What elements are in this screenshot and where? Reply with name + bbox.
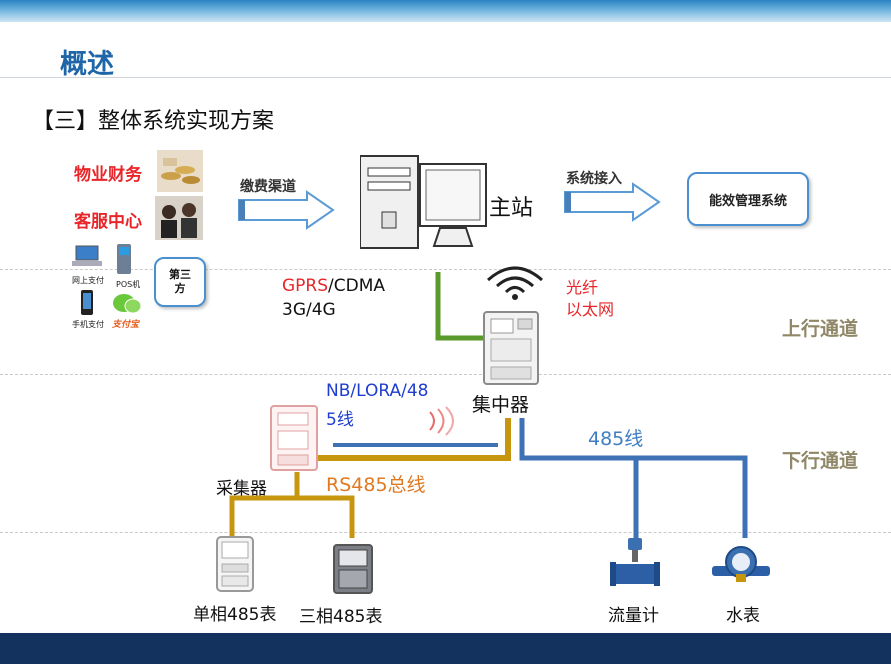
radio-wave-icon bbox=[429, 406, 454, 436]
collector-meter-line-right bbox=[297, 495, 355, 538]
page-title: 概述 bbox=[60, 49, 114, 80]
payment-channel-label: 缴费渠道 bbox=[240, 179, 296, 195]
energy-system-box: 能效管理系统 bbox=[687, 172, 809, 226]
three-phase-meter-icon bbox=[333, 544, 373, 594]
ethernet-label: 以太网 bbox=[566, 300, 615, 319]
single-phase-meter-icon bbox=[216, 536, 254, 592]
three-phase-meter-label: 三相485表 bbox=[299, 607, 383, 627]
nb-lora-label: NB/LORA/48 bbox=[326, 381, 429, 401]
gprs-cdma-label: GPRS/CDMA bbox=[282, 276, 385, 296]
uplink-green-line bbox=[435, 272, 484, 341]
third-party-box: 第三方 bbox=[154, 257, 206, 307]
system-access-label: 系统接入 bbox=[566, 171, 622, 187]
single-phase-meter-label: 单相485表 bbox=[193, 605, 277, 625]
collector-label: 采集器 bbox=[216, 479, 267, 499]
water-meter-label: 水表 bbox=[726, 606, 760, 626]
flow-meter-icon bbox=[610, 538, 660, 586]
computer-icon bbox=[359, 150, 490, 258]
fiber-label: 光纤 bbox=[566, 278, 599, 297]
collector-icon bbox=[270, 405, 318, 471]
payment-arrow-icon bbox=[238, 190, 335, 230]
line485-label: 485线 bbox=[588, 428, 644, 450]
bottom-decor-bar bbox=[0, 633, 891, 664]
water-meter-icon bbox=[712, 546, 770, 582]
collector-meter-line-left bbox=[229, 472, 300, 538]
top-decor-bar bbox=[0, 0, 891, 22]
mobile-pay-label: 手机支付 bbox=[72, 320, 104, 329]
divider-bottom bbox=[0, 532, 891, 533]
rs485-label: RS485总线 bbox=[326, 474, 426, 496]
concentrator-label: 集中器 bbox=[472, 394, 530, 416]
phone-icon bbox=[80, 290, 94, 320]
wifi-icon bbox=[487, 266, 543, 300]
pos-label: POS机 bbox=[116, 280, 141, 289]
gprs-label: GPRS bbox=[282, 276, 329, 296]
access-arrow-icon bbox=[564, 182, 661, 222]
property-finance-label: 物业财务 bbox=[74, 165, 142, 185]
divider-middle bbox=[0, 374, 891, 375]
uplink-channel-label: 上行通道 bbox=[782, 318, 859, 340]
kiosk-icon bbox=[115, 244, 133, 280]
page-subtitle: 【三】整体系统实现方案 bbox=[32, 109, 275, 134]
third-party-label: 第三方 bbox=[169, 267, 191, 295]
main-station-label: 主站 bbox=[489, 196, 534, 221]
online-pay-label: 网上支付 bbox=[72, 276, 104, 285]
nb-lora-label-line2: 5线 bbox=[326, 410, 354, 430]
energy-system-label: 能效管理系统 bbox=[708, 193, 787, 209]
cdma-label: /CDMA bbox=[328, 276, 386, 296]
3g4g-label: 3G/4G bbox=[282, 300, 336, 320]
divider-top bbox=[0, 269, 891, 270]
title-divider bbox=[0, 77, 891, 78]
alipay-label: 支付宝 bbox=[112, 320, 140, 330]
customer-service-label: 客服中心 bbox=[74, 212, 142, 232]
flow-meter-label: 流量计 bbox=[608, 606, 659, 626]
laptop-icon bbox=[72, 244, 102, 274]
concentrator-icon bbox=[483, 311, 539, 385]
downlink-channel-label: 下行通道 bbox=[782, 450, 859, 472]
coins-icon bbox=[157, 150, 203, 196]
call-center-icon bbox=[155, 196, 203, 244]
wechat-icon bbox=[112, 292, 142, 320]
